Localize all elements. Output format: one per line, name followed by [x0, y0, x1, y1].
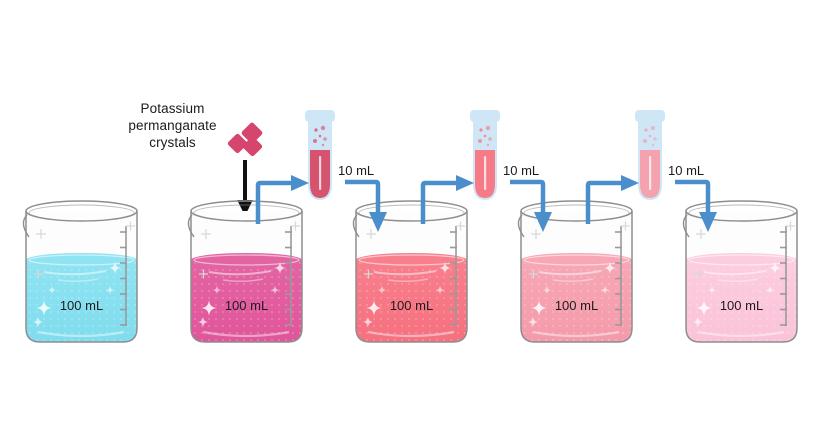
beaker-volume-label: 100 mL: [59, 298, 104, 313]
potassium-permanganate-crystals: [227, 122, 272, 160]
transfer-volume-label-1: 10 mL: [338, 163, 375, 178]
beaker-5[interactable]: 100 mL: [674, 198, 809, 360]
beaker-volume-label: 100 mL: [224, 298, 269, 313]
beaker-volume-label: 100 mL: [554, 298, 599, 313]
test-tube-2[interactable]: [468, 108, 502, 204]
potassium-permanganate-label: Potassium permanganate crystals: [128, 101, 217, 150]
transfer-volume-label-3: 10 mL: [668, 163, 705, 178]
beaker-4[interactable]: 100 mL: [509, 198, 644, 360]
beaker-3[interactable]: 100 mL: [344, 198, 479, 360]
test-tube-1[interactable]: [303, 108, 337, 204]
beaker-2[interactable]: 100 mL: [179, 198, 314, 360]
transfer-arrow-to-tube-2: [415, 175, 480, 232]
beaker-volume-label: 100 mL: [719, 298, 764, 313]
transfer-arrow-to-tube-1: [250, 175, 315, 232]
transfer-arrow-to-beaker-3: [343, 174, 394, 238]
crystal-drop-arrow: [234, 160, 256, 218]
transfer-arrow-to-beaker-5: [673, 174, 724, 238]
beaker-volume-label: 100 mL: [389, 298, 434, 313]
beaker-1[interactable]: 100 mL: [14, 198, 149, 360]
transfer-arrow-to-beaker-4: [508, 174, 559, 238]
transfer-volume-label-2: 10 mL: [503, 163, 540, 178]
transfer-arrow-to-tube-3: [580, 175, 645, 232]
test-tube-3[interactable]: [633, 108, 667, 204]
